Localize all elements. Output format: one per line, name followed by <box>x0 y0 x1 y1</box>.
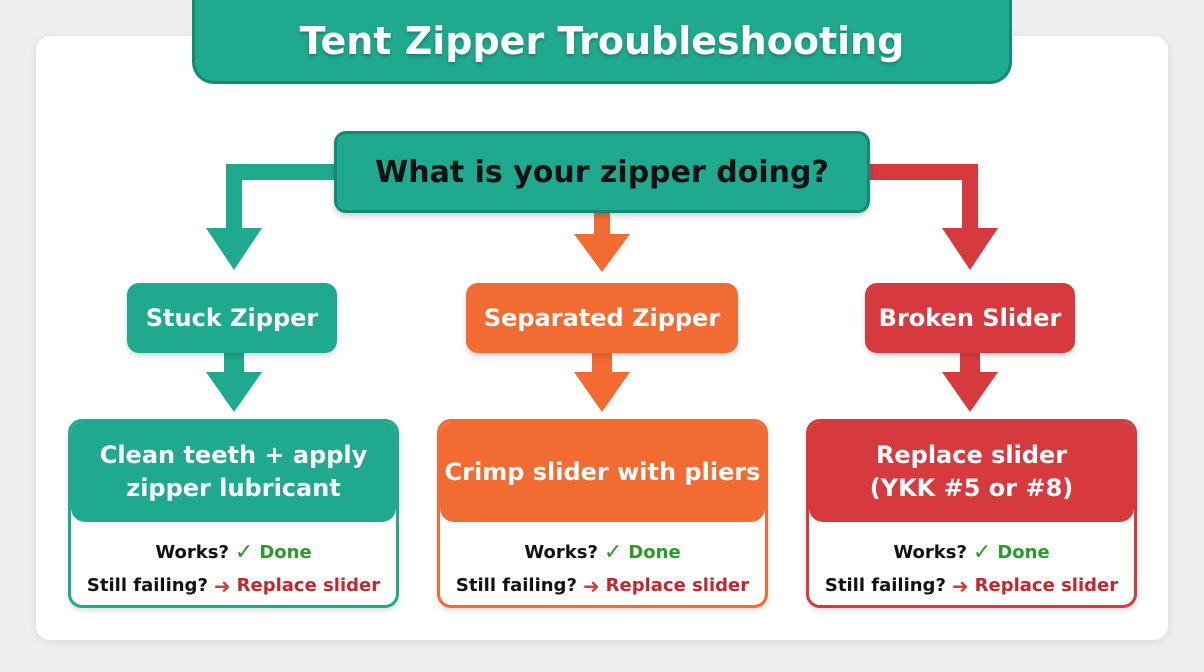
connector-center-2 <box>592 352 612 374</box>
works-line: Works? ✓ Done <box>440 536 765 569</box>
category-separated-zipper: Separated Zipper <box>466 283 738 353</box>
replace-label: Replace slider <box>236 575 381 596</box>
solution-outcomes: Works? ✓ Done Still failing? ➜ Replace s… <box>71 522 396 602</box>
question-node: What is your zipper doing? <box>334 131 870 213</box>
arrow-right-icon: ➜ <box>213 573 231 598</box>
category-label: Broken Slider <box>878 304 1062 332</box>
works-label: Works? <box>893 542 967 563</box>
solution-line-2: zipper lubricant <box>126 474 341 502</box>
solution-header: Clean teeth + apply zipper lubricant <box>71 422 396 522</box>
failing-line: Still failing? ➜ Replace slider <box>440 569 765 602</box>
check-icon: ✓ <box>603 540 623 565</box>
connector-right <box>868 164 978 230</box>
solution-outcomes: Works? ✓ Done Still failing? ➜ Replace s… <box>440 522 765 602</box>
solution-stuck-zipper: Clean teeth + apply zipper lubricant Wor… <box>68 419 399 608</box>
solution-line-1: Clean teeth + apply <box>99 441 368 469</box>
arrow-right-icon: ➜ <box>951 573 969 598</box>
connector-right-2 <box>960 352 980 374</box>
failing-label: Still failing? <box>86 575 208 596</box>
category-broken-slider: Broken Slider <box>865 283 1075 353</box>
solution-outcomes: Works? ✓ Done Still failing? ➜ Replace s… <box>809 522 1134 602</box>
done-label: Done <box>259 542 312 563</box>
solution-broken-slider: Replace slider (YKK #5 or #8) Works? ✓ D… <box>806 419 1137 608</box>
solution-line-2: (YKK #5 or #8) <box>869 474 1074 502</box>
replace-label: Replace slider <box>974 575 1119 596</box>
arrowhead-center-2 <box>574 372 630 412</box>
arrowhead-left <box>206 228 262 270</box>
failing-label: Still failing? <box>455 575 577 596</box>
solution-header: Crimp slider with pliers <box>440 422 765 522</box>
title-banner: Tent Zipper Troubleshooting <box>192 0 1012 84</box>
connector-left <box>226 164 336 230</box>
diagram-title: Tent Zipper Troubleshooting <box>299 18 905 63</box>
solution-header: Replace slider (YKK #5 or #8) <box>809 422 1134 522</box>
solution-separated-zipper: Crimp slider with pliers Works? ✓ Done S… <box>437 419 768 608</box>
failing-label: Still failing? <box>824 575 946 596</box>
category-label: Separated Zipper <box>483 304 721 332</box>
connector-left-2 <box>224 352 244 374</box>
solution-line-1: Replace slider <box>875 441 1068 469</box>
arrow-right-icon: ➜ <box>582 573 600 598</box>
works-label: Works? <box>155 542 229 563</box>
replace-label: Replace slider <box>605 575 750 596</box>
works-line: Works? ✓ Done <box>809 536 1134 569</box>
check-icon: ✓ <box>972 540 992 565</box>
arrowhead-center <box>574 234 630 272</box>
arrowhead-right <box>942 228 998 270</box>
works-label: Works? <box>524 542 598 563</box>
arrowhead-left-2 <box>206 372 262 412</box>
failing-line: Still failing? ➜ Replace slider <box>809 569 1134 602</box>
connector-center <box>594 212 610 236</box>
works-line: Works? ✓ Done <box>71 536 396 569</box>
done-label: Done <box>628 542 681 563</box>
done-label: Done <box>997 542 1050 563</box>
check-icon: ✓ <box>234 540 254 565</box>
category-label: Stuck Zipper <box>145 304 319 332</box>
category-stuck-zipper: Stuck Zipper <box>127 283 337 353</box>
arrowhead-right-2 <box>942 372 998 412</box>
failing-line: Still failing? ➜ Replace slider <box>71 569 396 602</box>
solution-line-1: Crimp slider with pliers <box>444 457 761 486</box>
question-text: What is your zipper doing? <box>375 154 829 190</box>
